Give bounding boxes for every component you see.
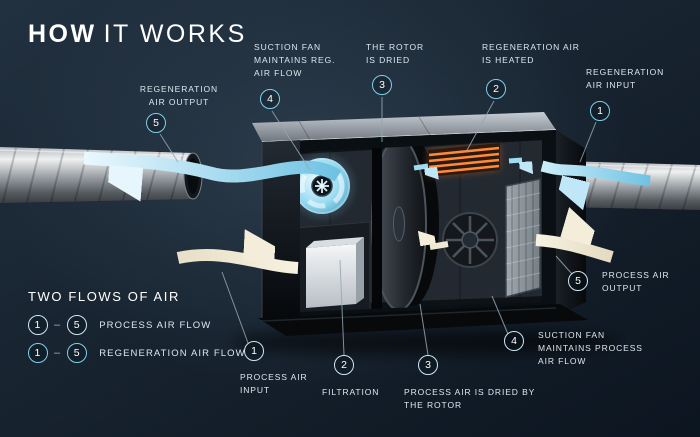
page-title-bold: HOW <box>28 20 97 48</box>
callout-label-process-air-input: PROCESS AIR INPUT <box>240 372 308 395</box>
machine-body <box>252 112 588 336</box>
callout-label-rotor-is-dried: THE ROTOR IS DRIED <box>366 42 425 65</box>
page-title-light: IT WORKS <box>103 20 247 48</box>
callout-label-suction-fan-process: SUCTION FAN MAINTAINS PROCESS AIR FLOW <box>538 330 643 366</box>
legend-badge-regeneration-to: 5 <box>67 343 88 363</box>
legend-badge-process-from: 1 <box>28 315 48 335</box>
callout-badge-regeneration-1: 1 <box>590 101 610 121</box>
process-input-arrow <box>176 255 299 274</box>
process-output-arrow <box>535 240 614 263</box>
callout-badge-regeneration-3: 3 <box>372 75 392 95</box>
callout-badge-process-5: 5 <box>568 271 588 291</box>
legend-badge-process-to: 5 <box>67 315 88 335</box>
filter-panel <box>505 178 541 298</box>
heater <box>428 143 500 177</box>
callout-label-regeneration-air-input: REGENERATION AIR INPUT <box>586 67 665 90</box>
legend-label-process-flow: PROCESS AIR FLOW <box>99 319 212 331</box>
front-door <box>262 140 300 322</box>
legend-range-dash: – <box>54 347 62 359</box>
callout-badge-regeneration-5: 5 <box>146 113 166 133</box>
legend-badge-regeneration-from: 1 <box>28 343 48 363</box>
callout-label-regeneration-air-output: REGENERATION AIR OUTPUT <box>139 84 219 107</box>
legend-row-regeneration: 1 – 5 REGENERATION AIR FLOW <box>28 343 246 363</box>
leader-lines <box>159 97 597 356</box>
callout-label-filtration: FILTRATION <box>322 387 380 397</box>
callout-label-regeneration-air-heated: REGENERATION AIR IS HEATED <box>482 42 580 65</box>
callout-badge-process-1: 1 <box>244 341 264 361</box>
heater-flow-arrow <box>508 157 522 161</box>
legend-range-dash: – <box>54 319 62 331</box>
legend-row-process: 1 – 5 PROCESS AIR FLOW <box>28 315 211 335</box>
callout-badge-regeneration-4: 4 <box>260 89 280 109</box>
callout-label-process-air-dried: PROCESS AIR IS DRIED BY THE ROTOR <box>404 387 536 410</box>
divider-panel <box>372 137 382 316</box>
callout-badge-process-4: 4 <box>504 331 524 351</box>
process-internal-arrow <box>430 244 449 250</box>
callout-badge-process-2: 2 <box>334 355 354 375</box>
rotor-dry-arrow <box>413 163 428 168</box>
callout-badge-regeneration-2: 2 <box>486 79 506 99</box>
callout-label-process-air-output: PROCESS AIR OUTPUT <box>602 270 670 293</box>
legend-label-regeneration-flow: REGENERATION AIR FLOW <box>99 347 246 359</box>
airflow-arrows <box>83 151 651 274</box>
legend-heading: TWO FLOWS OF AIR <box>28 289 180 304</box>
callout-badge-process-3: 3 <box>418 355 438 375</box>
callout-label-suction-fan-reg: SUCTION FAN MAINTAINS REG. AIR FLOW <box>254 42 336 78</box>
process-fan <box>442 212 498 268</box>
regeneration-input-arrow <box>540 160 651 181</box>
regeneration-output-arrow <box>83 151 342 176</box>
filter-compartment <box>295 221 371 319</box>
